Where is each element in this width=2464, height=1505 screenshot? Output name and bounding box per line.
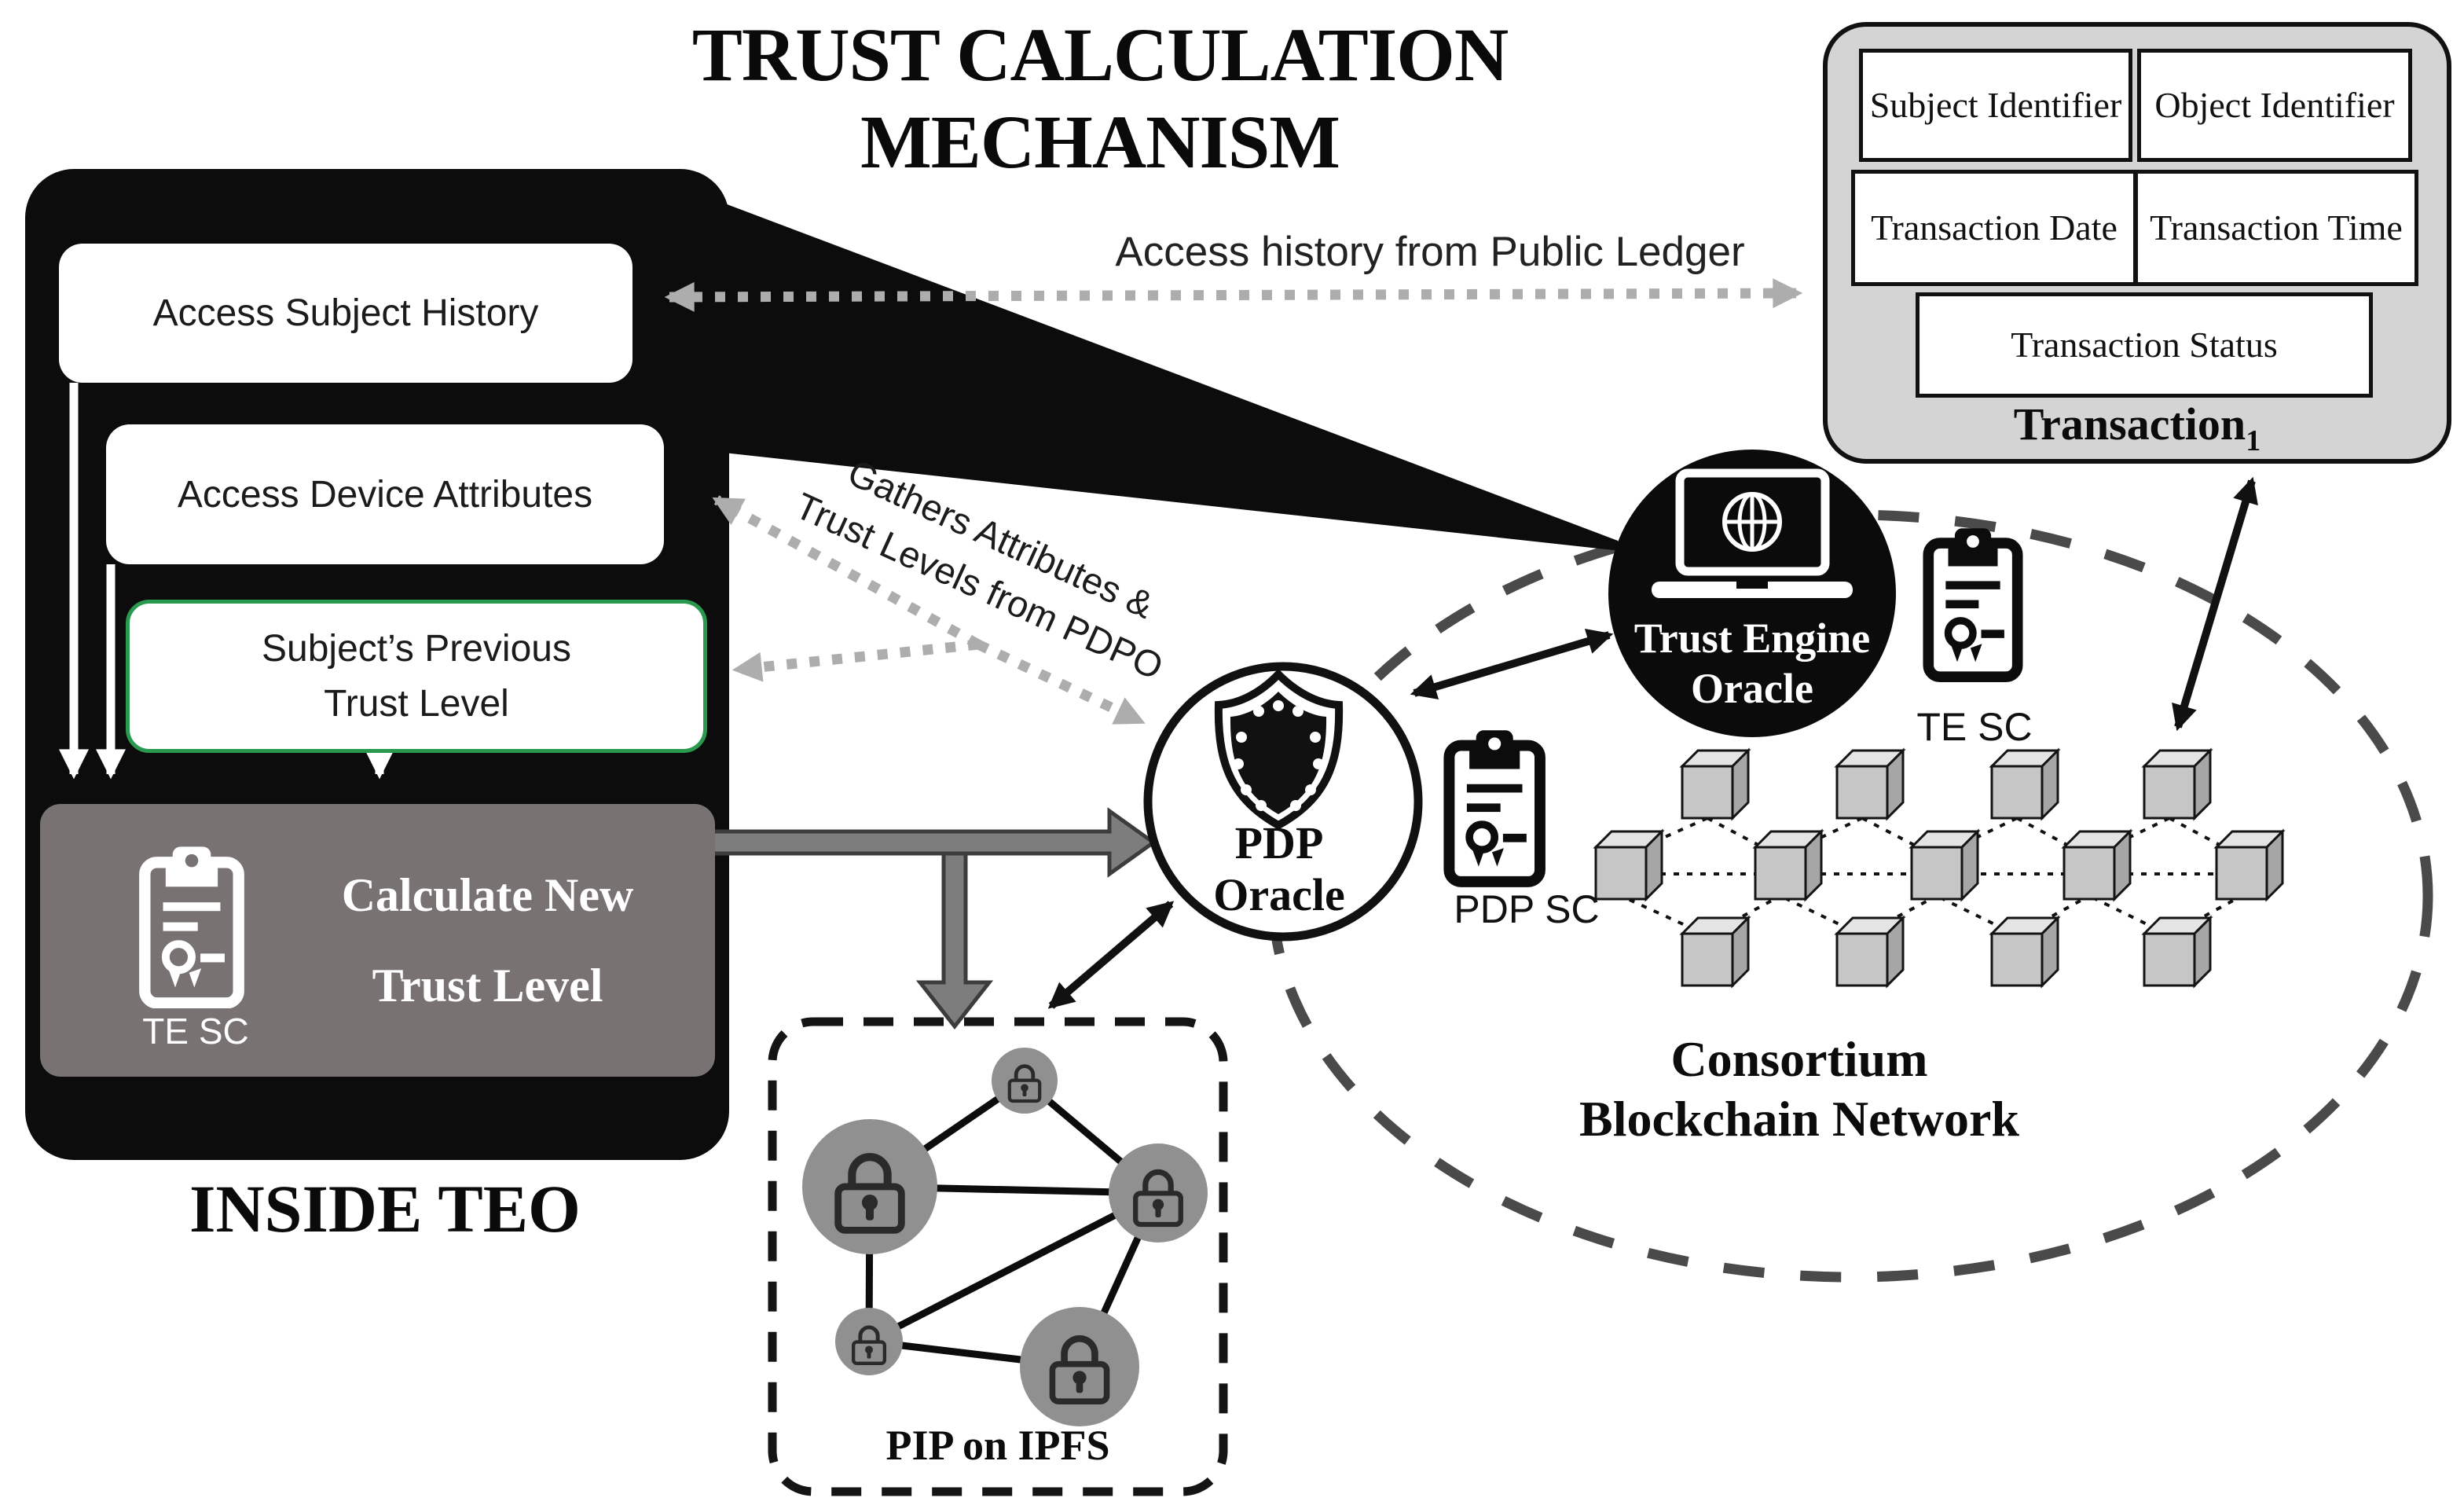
transaction-record-box: Subject Identifier Object Identifier Tra…: [1823, 22, 2451, 464]
transaction-date-field: Transaction Date: [1851, 170, 2137, 286]
teo-beam: [652, 176, 1621, 551]
te-sc-white-icon: [133, 843, 251, 1008]
access-history-arrow: [664, 278, 1803, 312]
transaction-status-field: Transaction Status: [1916, 292, 2373, 398]
transaction-caption: Transaction1: [1828, 398, 2447, 458]
black-arrows: [1047, 476, 2258, 1009]
page-title: TRUST CALCULATION MECHANISM: [691, 13, 1509, 184]
consortium-caption: Consortium Blockchain Network: [1524, 1030, 2074, 1148]
inside-teo-caption: INSIDE TEO: [189, 1171, 581, 1246]
calculate-trust-box: TE SC Calculate New Trust Level: [40, 804, 715, 1077]
te-sc-label: TE SC: [1916, 705, 2033, 749]
pdp-oracle: PDP Oracle: [1143, 662, 1423, 942]
subject-identifier-field: Subject Identifier: [1859, 49, 2132, 162]
access-history-arrow-label: Access history from Public Ledger: [1115, 229, 1745, 275]
gathers-arrow-device: [712, 495, 981, 649]
pdp-teo-arrow: [1410, 629, 1614, 699]
access-device-attributes-box: Access Device Attributes: [106, 424, 664, 564]
transaction-time-field: Transaction Time: [2134, 170, 2418, 286]
transaction-chain-arrow: [2172, 476, 2258, 732]
previous-trust-level-box: Subject’s Previous Trust Level: [126, 600, 707, 753]
pdp-sc-icon: [1449, 730, 1540, 882]
consortium-ellipse: [1267, 509, 2433, 1283]
transaction-caption-text: Transaction: [2013, 398, 2246, 450]
laptop-globe-icon: [1652, 468, 1853, 598]
access-subject-history-box: Access Subject History: [59, 244, 632, 383]
consortium-line-1: Consortium: [1670, 1031, 1928, 1087]
pdp-oracle-label-2: Oracle: [1213, 869, 1344, 920]
te-sc-icon: [1928, 528, 2017, 677]
calculate-line-2: Trust Level: [372, 959, 603, 1011]
pdp-pip-arrow: [1047, 901, 1175, 1009]
access-device-attributes-label: Access Device Attributes: [177, 473, 593, 516]
gathers-arrow-trust: [732, 639, 979, 682]
pdp-oracle-label-1: PDP: [1235, 817, 1324, 868]
gathers-arrow-pdp: [976, 640, 1146, 726]
blockchain-cubes: [1594, 749, 2284, 987]
dotted-arrows: [664, 278, 1803, 726]
access-subject-history-label: Access Subject History: [152, 292, 539, 334]
trust-engine-oracle: Trust Engine Oracle: [1608, 450, 1896, 737]
calculate-line-1: Calculate New: [341, 868, 634, 921]
trust-engine-label-2: Oracle: [1691, 665, 1813, 712]
object-identifier-field: Object Identifier: [2137, 49, 2412, 162]
transaction-caption-subscript: 1: [2246, 424, 2261, 457]
previous-trust-level-label: Subject’s Previous Trust Level: [262, 627, 571, 725]
pip-nodes: [802, 1048, 1208, 1426]
pdp-sc-label: PDP SC: [1454, 887, 1600, 931]
calc-output-arrows: [709, 807, 1157, 1030]
pip-caption: PIP on IPFS: [886, 1422, 1110, 1469]
te-sc-white-label: TE SC: [142, 1011, 249, 1052]
trust-engine-label-1: Trust Engine: [1634, 615, 1871, 662]
consortium-line-2: Blockchain Network: [1579, 1090, 2019, 1147]
